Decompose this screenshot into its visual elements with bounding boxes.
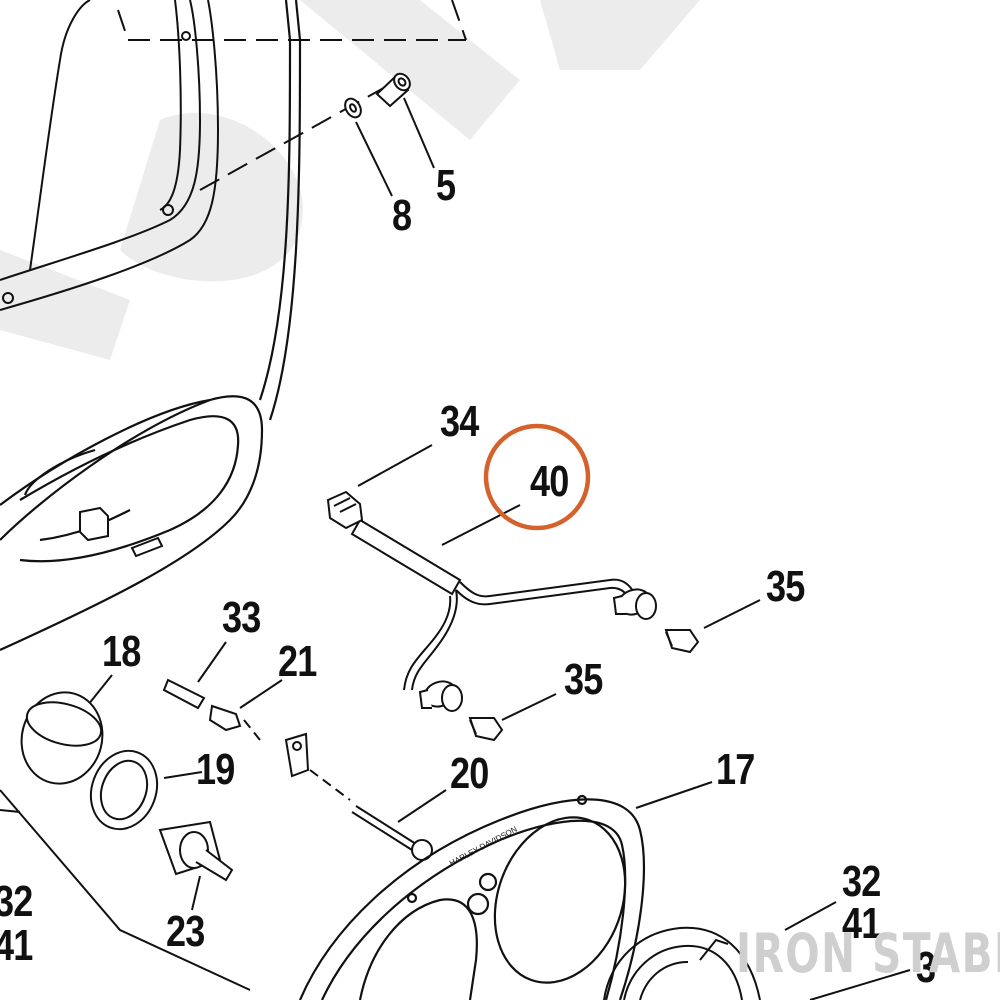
callout-34: 34 bbox=[440, 397, 479, 446]
bulb-left bbox=[468, 717, 504, 742]
callout-35-lower: 35 bbox=[564, 655, 603, 704]
dashed-leaders bbox=[117, 0, 467, 191]
background-watermark bbox=[0, 0, 700, 360]
bracket bbox=[284, 732, 310, 778]
headlamp-unit bbox=[603, 926, 761, 1000]
callout-41-right: 41 bbox=[842, 899, 881, 948]
callout-18: 18 bbox=[102, 627, 141, 676]
callout-35-upper: 35 bbox=[766, 562, 805, 611]
fairing-window bbox=[0, 0, 220, 311]
callout-23: 23 bbox=[166, 907, 205, 956]
callout-8: 8 bbox=[392, 191, 412, 240]
callout-19: 19 bbox=[196, 745, 235, 794]
callout-21: 21 bbox=[278, 637, 317, 686]
retaining-ring bbox=[89, 749, 159, 831]
callout-33: 33 bbox=[222, 593, 261, 642]
headlamp-bulb bbox=[158, 820, 234, 882]
adjuster-screw bbox=[243, 719, 433, 861]
callout-17: 17 bbox=[716, 745, 755, 794]
callout-40: 40 bbox=[530, 457, 569, 506]
wiring-harness bbox=[326, 490, 637, 691]
headlamp-bezel bbox=[298, 794, 646, 1000]
callout-5: 5 bbox=[436, 161, 456, 210]
callout-32-left: 32 bbox=[0, 877, 33, 926]
fairing-tab bbox=[79, 506, 164, 558]
adjuster-clip bbox=[208, 704, 242, 732]
washer-part bbox=[344, 97, 362, 119]
watermark-logo: IRON STABLE bbox=[736, 922, 1000, 985]
callout-41-left: 41 bbox=[0, 921, 33, 970]
bushing-part bbox=[375, 72, 411, 108]
bulb-right bbox=[664, 629, 700, 654]
highlight-circle bbox=[483, 423, 591, 531]
fairing-shell bbox=[0, 0, 302, 652]
bulb-socket-left bbox=[418, 680, 463, 712]
callout-20: 20 bbox=[450, 749, 489, 798]
callout-3: 3 bbox=[916, 943, 936, 992]
leader-lines bbox=[0, 97, 911, 1000]
callout-32-right: 32 bbox=[842, 857, 881, 906]
trim-ring bbox=[20, 691, 104, 785]
adjuster-rod bbox=[162, 678, 206, 710]
bulb-socket-right bbox=[612, 588, 657, 620]
